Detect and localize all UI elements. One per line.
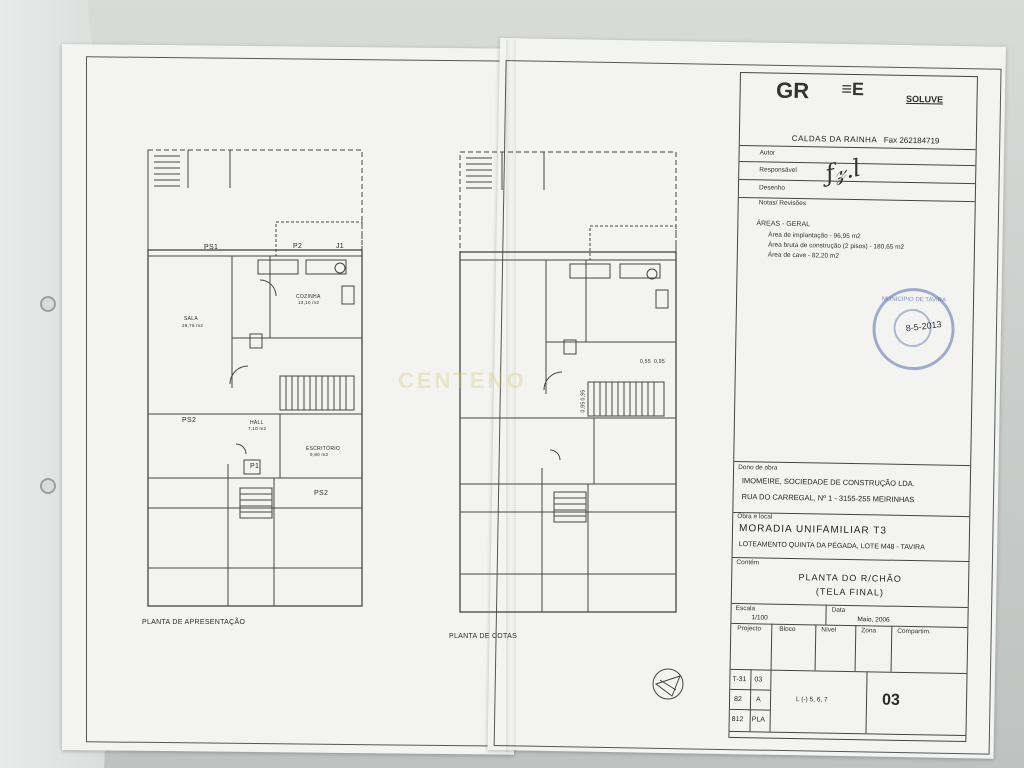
north-arrow-icon bbox=[652, 668, 684, 700]
column-zona: Zona bbox=[861, 627, 877, 635]
caption-dimension-plan: PLANTA DE COTAS bbox=[449, 633, 518, 640]
room-label-escritorio: ESCRITÓRIO bbox=[306, 446, 341, 452]
classification-row: Projecto Bloco Nível Zona Compartim. bbox=[730, 622, 968, 675]
scale-value: 1/100 bbox=[751, 614, 768, 622]
punch-hole-icon bbox=[40, 296, 56, 312]
soluve-logo: SOLUVE bbox=[905, 93, 944, 105]
dimension-label: 0,95 bbox=[580, 389, 587, 401]
room-area-sala: 29,75 m2 bbox=[182, 323, 204, 328]
room-area-escritorio: 9,80 m2 bbox=[310, 452, 329, 457]
logo-row: GR ≡E SOLUVE CALDAS DA RAINHA Fax 262184… bbox=[739, 73, 977, 151]
content-line2: (TELA FINAL) bbox=[815, 586, 885, 598]
column-projecto: Projecto bbox=[737, 625, 762, 633]
content-row: Contém PLANTA DO R/CHÃO (TELA FINAL) bbox=[731, 556, 969, 609]
responsible-label: Responsável bbox=[759, 166, 797, 175]
sheet-number: 03 bbox=[881, 691, 901, 709]
room-label-ps1: PS1 bbox=[204, 244, 219, 251]
code-t31: T-31 bbox=[732, 675, 747, 684]
sheet-fold bbox=[506, 40, 516, 752]
area-gross: Área bruta de construção (2 pisos) - 180… bbox=[767, 241, 905, 251]
work-title: MORADIA UNIFAMILIAR T3 bbox=[738, 523, 888, 537]
room-area-hall: 7,10 m2 bbox=[248, 426, 267, 431]
room-label-p1: P1 bbox=[250, 463, 260, 470]
room-area-cozinha: 13,10 m2 bbox=[298, 300, 320, 305]
work-row: Obra e local MORADIA UNIFAMILIAR T3 LOTE… bbox=[732, 510, 970, 563]
column-compartim: Compartim. bbox=[897, 627, 931, 636]
areas-title: ÁREAS - GERAL bbox=[756, 220, 811, 229]
watermark-text: CENTENO bbox=[398, 368, 527, 393]
column-nivel: Nível bbox=[821, 626, 837, 634]
content-line1: PLANTA DO R/CHÃO bbox=[798, 572, 902, 584]
scale-label: Escala bbox=[735, 605, 756, 613]
owner-name: IMOMEIRE, SOCIEDADE DE CONSTRUÇÃO LDA. bbox=[741, 476, 915, 489]
work-label: Obra e local bbox=[737, 513, 773, 521]
room-label-sala: SALA bbox=[184, 316, 198, 322]
room-label-cozinha: COZINHA bbox=[296, 294, 321, 300]
owner-row: Dono de obra IMOMEIRE, SOCIEDADE DE CONS… bbox=[733, 460, 971, 518]
owner-address: RUA DO CARREGAL, Nº 1 - 3155-255 MEIRINH… bbox=[741, 492, 915, 505]
room-label-p2: P2 bbox=[293, 243, 303, 250]
date-value: Maio, 2006 bbox=[857, 616, 890, 624]
area-implantation: Área de implantação - 96,95 m2 bbox=[768, 231, 861, 241]
code-03: 03 bbox=[754, 676, 763, 684]
dimension-label: 0,95 bbox=[580, 401, 587, 413]
room-label-j1: J1 bbox=[336, 243, 344, 250]
municipal-stamp: MUNICÍPIO DE TAVIRA 8-5-2013 bbox=[871, 287, 956, 371]
room-label-ps2-left: PS2 bbox=[182, 417, 197, 424]
code-812: 812 bbox=[731, 715, 744, 724]
column-bloco: Bloco bbox=[779, 625, 796, 634]
logo-fax-text: Fax 262184719 bbox=[883, 135, 940, 146]
owner-label: Dono de obra bbox=[738, 464, 778, 472]
drawing-label: Desenho bbox=[758, 184, 786, 192]
author-label: Autor bbox=[759, 149, 776, 157]
floor-plan-dimensions bbox=[459, 151, 677, 613]
punch-hole-icon bbox=[40, 478, 56, 494]
room-label-ps2-bottom: PS2 bbox=[314, 490, 329, 497]
work-location: LOTEAMENTO QUINTA DA PÉGADA, LOTE M48 - … bbox=[738, 541, 925, 552]
caption-presentation-plan: PLANTA DE APRESENTAÇÃO bbox=[142, 619, 246, 626]
date-label: Data bbox=[831, 606, 846, 614]
room-label-hall: HALL bbox=[250, 420, 264, 426]
company-logo-icon: GR bbox=[775, 77, 810, 104]
notes-label: Notas/ Revisões bbox=[758, 199, 807, 208]
content-label: Contém bbox=[736, 559, 760, 567]
floor-plan-presentation bbox=[147, 149, 363, 607]
architecture-logo-icon: ≡E bbox=[841, 78, 865, 100]
dimension-label: 0,55 bbox=[640, 359, 651, 365]
title-block: GR ≡E SOLUVE CALDAS DA RAINHA Fax 262184… bbox=[728, 72, 978, 743]
logo-city-text: CALDAS DA RAINHA bbox=[791, 133, 878, 145]
code-reference: L (-) 5, 6, 7 bbox=[795, 696, 828, 704]
code-82: 82 bbox=[733, 695, 742, 704]
dimension-label: 0,95 bbox=[654, 359, 665, 365]
code-a: A bbox=[755, 696, 761, 704]
code-row: T-31 03 82 A 812 PLA L (-) 5, 6, 7 03 bbox=[729, 668, 967, 737]
area-basement: Área de cave - 82,20 m2 bbox=[767, 251, 840, 260]
code-pla: PLA bbox=[751, 716, 765, 724]
